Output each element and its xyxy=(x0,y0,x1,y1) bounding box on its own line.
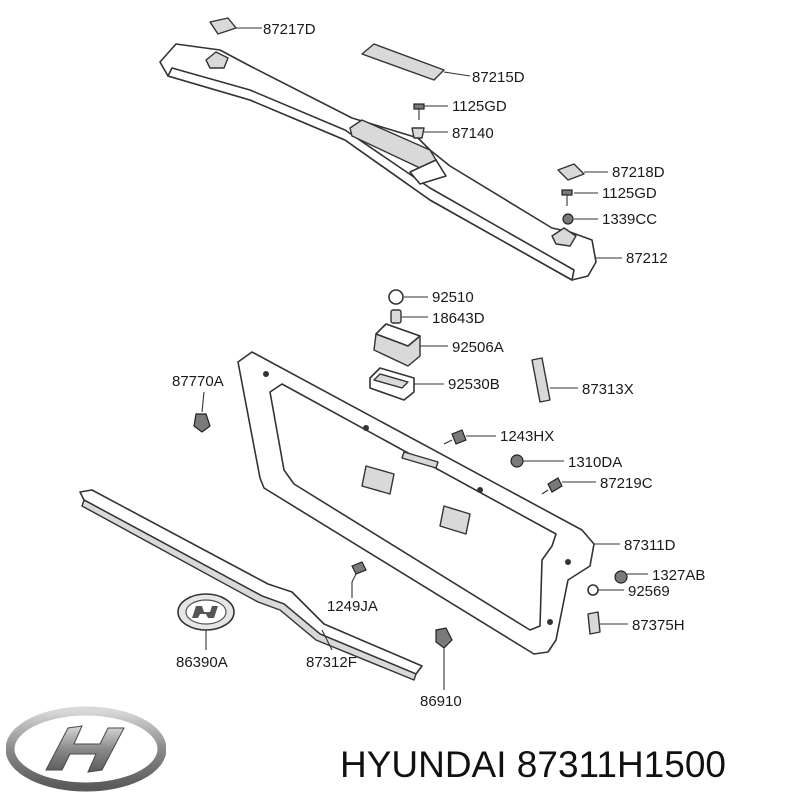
leader-lines xyxy=(201,27,648,690)
label-87140: 87140 xyxy=(452,125,494,142)
screw-1125GD-a xyxy=(413,103,425,120)
bulb-18643D xyxy=(390,309,402,324)
label-87218D: 87218D xyxy=(612,164,665,181)
label-86910: 86910 xyxy=(420,693,462,710)
label-87219C: 87219C xyxy=(600,475,653,492)
label-87313X: 87313X xyxy=(582,381,634,398)
label-1339CC: 1339CC xyxy=(602,211,657,228)
label-87770A: 87770A xyxy=(172,373,224,390)
garnish-87311D xyxy=(237,351,595,655)
pad-87313X xyxy=(531,357,551,403)
switch-92506A xyxy=(373,323,421,367)
label-18643D: 18643D xyxy=(432,310,485,327)
pad-87218D xyxy=(557,163,585,181)
label-1125GD-b: 1125GD xyxy=(602,185,657,202)
part-number-caption: HYUNDAI 87311H1500 xyxy=(340,744,726,785)
screw-1249JA xyxy=(351,561,367,583)
label-1310DA: 1310DA xyxy=(568,454,622,471)
clip-86910 xyxy=(435,627,453,649)
hyundai-logo-icon xyxy=(6,706,166,792)
washer-92569 xyxy=(587,584,599,596)
label-86390A: 86390A xyxy=(176,654,228,671)
pad-87217D xyxy=(209,17,237,35)
label-92506A: 92506A xyxy=(452,339,504,356)
screw-1243HX xyxy=(443,429,467,445)
lamp-92530B xyxy=(369,367,415,401)
screw-87219C xyxy=(541,477,563,495)
emblem-86390A xyxy=(177,593,235,631)
cap-92510 xyxy=(388,289,404,305)
label-1249JA: 1249JA xyxy=(327,598,378,615)
label-92569: 92569 xyxy=(628,583,670,600)
clip-87770A xyxy=(193,413,211,433)
nut-1327AB xyxy=(614,570,628,584)
label-87312F: 87312F xyxy=(306,654,357,671)
label-1125GD-a: 1125GD xyxy=(452,98,507,115)
molding-87312F xyxy=(79,489,423,681)
label-1243HX: 1243HX xyxy=(500,428,554,445)
label-92530B: 92530B xyxy=(448,376,500,393)
screw-1125GD-b xyxy=(561,189,573,206)
nut-1310DA xyxy=(510,454,524,468)
spoiler-87212 xyxy=(159,43,597,281)
bumper-87375H xyxy=(587,611,601,635)
strip-87215D xyxy=(361,43,445,81)
label-1327AB: 1327AB xyxy=(652,567,705,584)
clip-87140 xyxy=(411,127,425,139)
nut-1339CC xyxy=(562,213,574,225)
label-92510: 92510 xyxy=(432,289,474,306)
label-87311D: 87311D xyxy=(624,537,676,554)
label-87217D: 87217D xyxy=(263,21,316,38)
label-87212: 87212 xyxy=(626,250,668,267)
label-87375H: 87375H xyxy=(632,617,685,634)
label-87215D: 87215D xyxy=(472,69,525,86)
